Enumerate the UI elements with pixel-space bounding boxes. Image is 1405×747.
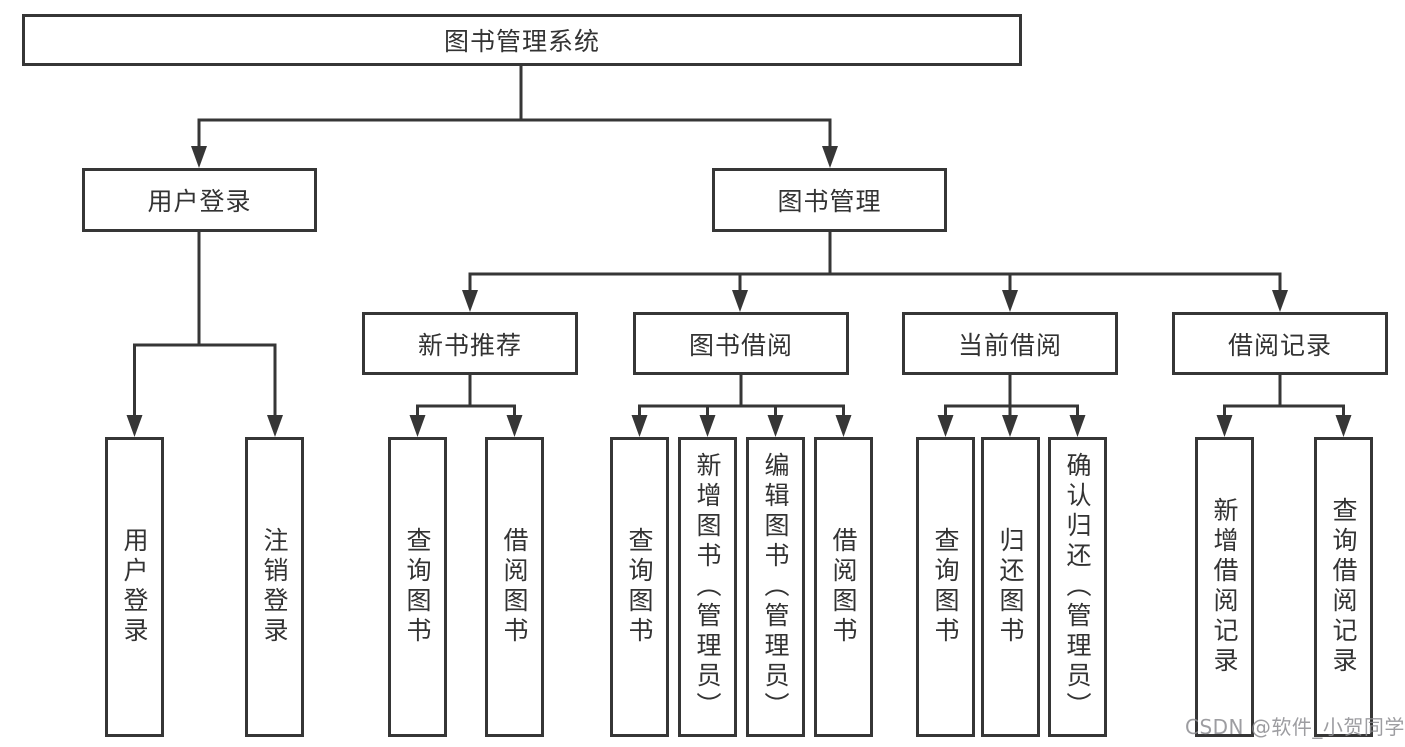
node-label: 确认归还（管理员） [1063, 452, 1092, 722]
node-user-login: 用户登录 [82, 168, 317, 232]
node-label: 图书管理系统 [443, 27, 600, 56]
node-label: 查询图书 [625, 527, 654, 647]
leaf-query-books-borrowing: 查询图书 [610, 437, 669, 737]
leaf-query-borrow-record: 查询借阅记录 [1314, 437, 1373, 737]
node-current-borrowing: 当前借阅 [902, 312, 1118, 375]
node-label: 查询借阅记录 [1329, 497, 1358, 677]
leaf-return-book: 归还图书 [981, 437, 1040, 737]
node-label: 归还图书 [996, 527, 1025, 647]
arrow-down-icon [1069, 415, 1086, 437]
node-label: 编辑图书（管理员） [761, 452, 790, 722]
arrow-down-icon [937, 415, 954, 437]
arrow-down-icon [409, 415, 426, 437]
node-label: 图书借阅 [688, 330, 793, 360]
leaf-query-books-recommend: 查询图书 [388, 437, 447, 737]
leaf-user-login: 用户登录 [105, 437, 164, 737]
leaf-edit-book-admin: 编辑图书（管理员） [746, 437, 805, 737]
connector-line [468, 228, 1282, 296]
leaf-query-books-current: 查询图书 [916, 437, 975, 737]
arrow-down-icon [631, 415, 648, 437]
leaf-borrow-books-recommend: 借阅图书 [485, 437, 544, 737]
leaf-add-borrow-record: 新增借阅记录 [1195, 437, 1254, 737]
node-library-management-system: 图书管理系统 [22, 14, 1022, 66]
arrow-down-icon [1335, 415, 1352, 437]
arrow-down-icon [462, 290, 478, 312]
connector-line [1223, 371, 1345, 421]
node-label: 借阅图书 [829, 527, 858, 647]
connector-line [197, 62, 832, 152]
node-borrowing-records: 借阅记录 [1172, 312, 1388, 375]
connector-line [133, 228, 277, 421]
watermark: CSDN @软件_小贺同学 [1185, 715, 1405, 739]
leaf-borrow-books: 借阅图书 [814, 437, 873, 737]
node-label: 新增借阅记录 [1210, 497, 1239, 677]
connector-line [416, 371, 516, 421]
node-label: 图书管理 [777, 187, 882, 216]
node-label: 用户登录 [120, 527, 149, 647]
connector-line [944, 371, 1079, 421]
connector-line [638, 371, 845, 421]
arrow-down-icon [732, 290, 748, 312]
node-book-borrowing: 图书借阅 [633, 312, 849, 375]
arrow-down-icon [267, 415, 283, 437]
arrow-down-icon [1002, 290, 1018, 312]
node-label: 借阅图书 [500, 527, 529, 647]
node-label: 新增图书（管理员） [693, 452, 722, 722]
node-label: 查询图书 [403, 527, 432, 647]
node-new-book-recommendation: 新书推荐 [362, 312, 578, 375]
arrow-down-icon [191, 146, 207, 168]
leaf-logout-login: 注销登录 [245, 437, 304, 737]
node-label: 查询图书 [931, 527, 960, 647]
arrow-down-icon [1002, 415, 1018, 437]
arrow-down-icon [1216, 415, 1233, 437]
leaf-confirm-return-admin: 确认归还（管理员） [1048, 437, 1107, 737]
node-label: 用户登录 [147, 187, 252, 216]
arrow-down-icon [699, 415, 716, 437]
node-label: 当前借阅 [957, 330, 1062, 360]
node-label: 新书推荐 [417, 330, 522, 360]
node-book-management: 图书管理 [712, 168, 947, 232]
leaf-add-book-admin: 新增图书（管理员） [678, 437, 737, 737]
node-label: 注销登录 [260, 527, 289, 647]
arrow-down-icon [126, 415, 143, 437]
arrow-down-icon [835, 415, 852, 437]
node-label: 借阅记录 [1227, 330, 1332, 360]
arrow-down-icon [1272, 290, 1288, 312]
arrow-down-icon [822, 146, 838, 168]
arrow-down-icon [767, 415, 784, 437]
arrow-down-icon [506, 415, 523, 437]
